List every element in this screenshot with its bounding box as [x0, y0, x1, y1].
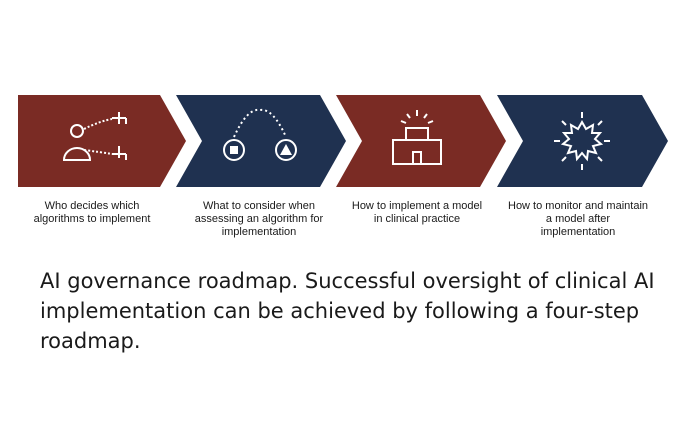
step-1-label: Who decides which algorithms to implemen…	[33, 200, 151, 225]
people-org-chart-icon	[62, 112, 127, 161]
step-4-label: How to monitor and maintain a model afte…	[508, 200, 649, 238]
monitoring-gear-icon	[554, 112, 610, 170]
step-3-label: How to implement a model in clinical pra…	[351, 200, 483, 225]
step-2-label: What to consider when assessing an algor…	[194, 200, 324, 238]
roadmap-diagram	[18, 95, 668, 187]
decision-branch-icon	[223, 108, 297, 161]
hospital-building-icon	[392, 110, 442, 165]
step-2-chevron	[176, 95, 346, 187]
step-1-chevron	[18, 95, 186, 187]
figure-caption: AI governance roadmap. Successful oversi…	[40, 269, 655, 353]
step-4-chevron	[497, 95, 668, 187]
